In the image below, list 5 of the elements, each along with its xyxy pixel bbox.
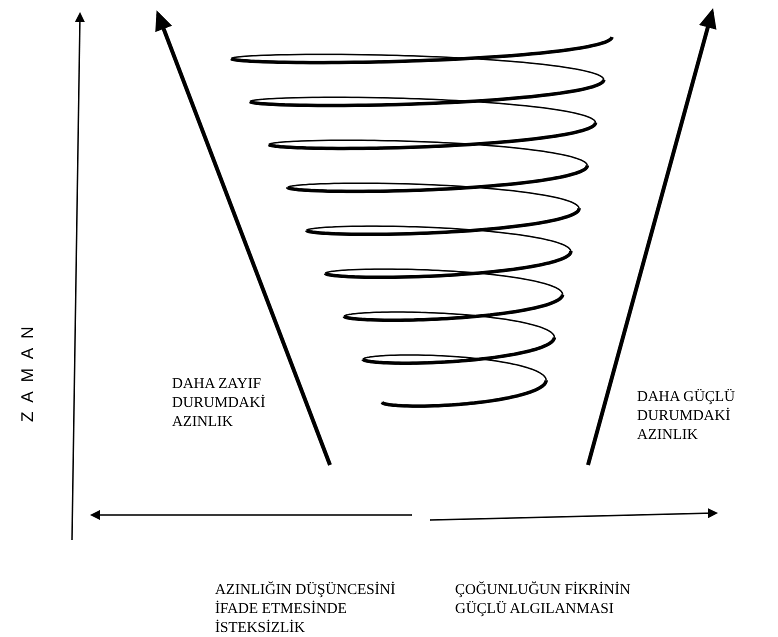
- text-label: DAHA GÜÇLÜ DURUMDAKİ AZINLIK: [637, 388, 736, 445]
- text-label: AZINLIĞIN DÜŞÜNCESİNİ İFADE ETMESİNDE İSTEKSİZLİK: [215, 581, 396, 637]
- text-label: ÇOĞUNLUĞUN FİKRİNİN GÜÇLÜ ALGILANMASI: [455, 581, 632, 619]
- axis-label: ZAMAN: [18, 322, 38, 422]
- text-label: DAHA ZAYIF DURUMDAKİ AZINLIK: [172, 375, 266, 432]
